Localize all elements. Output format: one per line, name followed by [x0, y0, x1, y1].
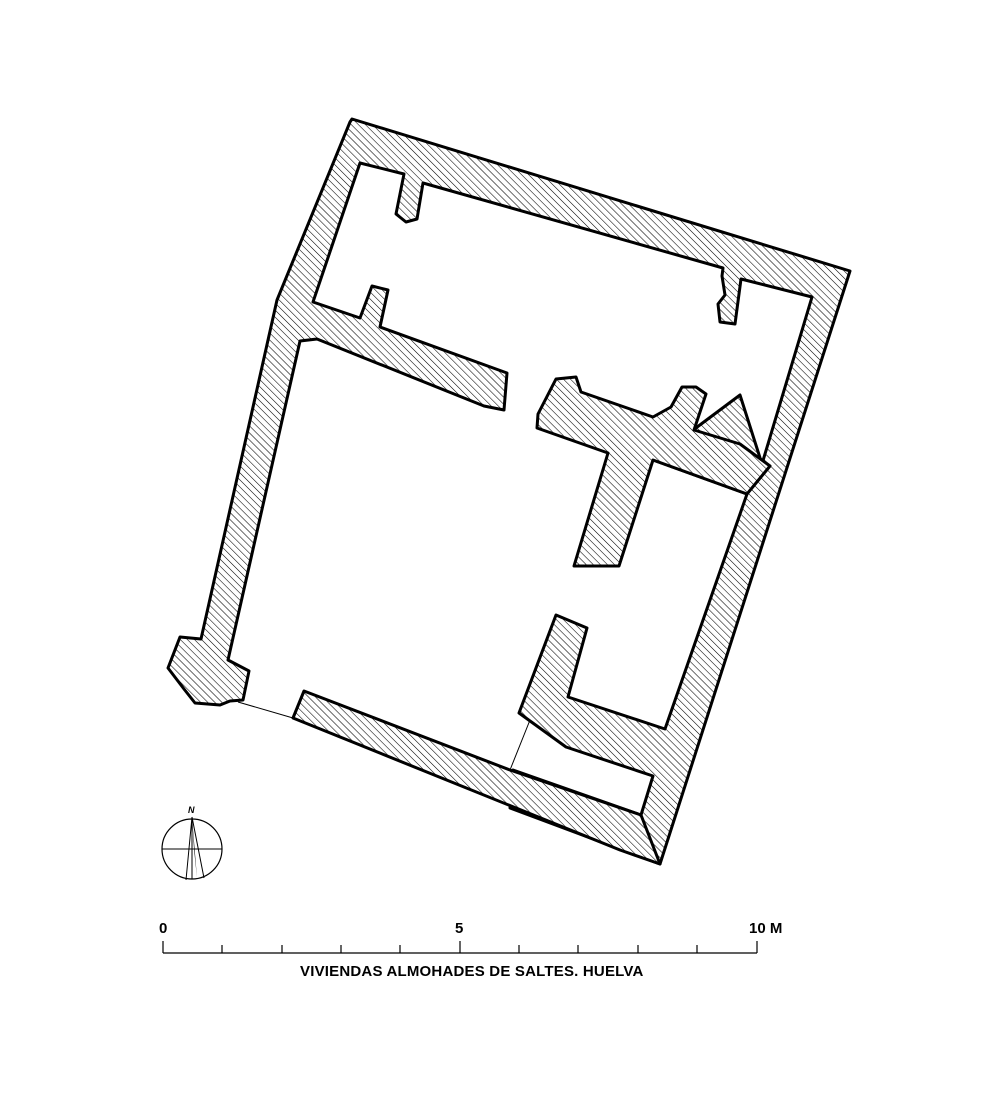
partition-east: [535, 375, 772, 568]
walls: [166, 117, 852, 866]
scale-label-5: 5: [455, 920, 463, 937]
threshold-south: [509, 719, 531, 771]
scale-label-0: 0: [159, 920, 167, 937]
outer-wall: [166, 117, 852, 866]
scale-label-10: 10 M: [749, 920, 782, 937]
plan-caption: VIVIENDAS ALMOHADES DE SALTES. HUELVA: [300, 963, 644, 980]
north-arrow-icon: N: [161, 805, 223, 881]
scale-bar: 0 5 10 M: [159, 920, 782, 954]
north-label: N: [188, 805, 195, 815]
threshold-west: [237, 701, 294, 719]
